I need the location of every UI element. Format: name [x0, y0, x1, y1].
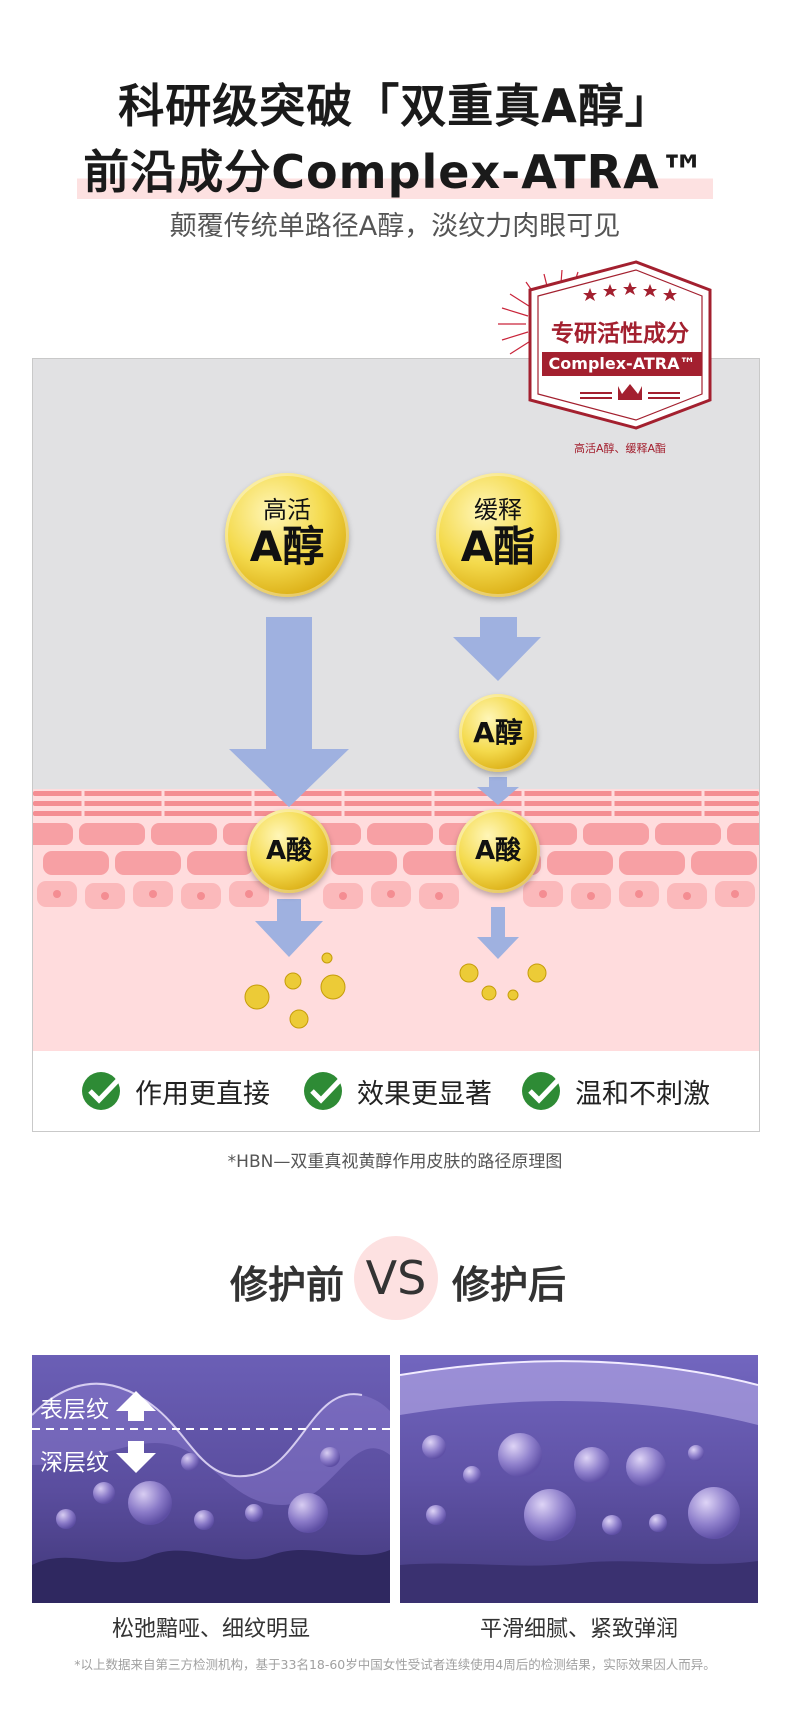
check-icon [82, 1072, 123, 1110]
diagram-caption: *HBN—双重真视黄醇作用皮肤的路径原理图 [227, 1152, 563, 1172]
molecule-middle-label: A醇 [473, 716, 523, 749]
headline-line-1: 科研级突破「双重真A醇」 [118, 79, 672, 133]
feature-label: 作用更直接 [135, 1078, 270, 1110]
badge-note: 高活A醇、缓释A酯 [573, 442, 667, 455]
feature-label: 温和不刺激 [575, 1078, 710, 1110]
smooth-skin-illustration [400, 1355, 758, 1603]
surface-wrinkle-tag: 表层纹 [40, 1397, 109, 1423]
after-title: 修护后 [452, 1263, 567, 1307]
vs-badge: VS [354, 1236, 438, 1320]
right-lower-arrow [477, 907, 519, 959]
right-upper-arrow [453, 617, 541, 681]
molecule-right-line1: 缓释 [474, 496, 522, 524]
molecule-left-line2: A醇 [249, 522, 325, 571]
retinyl-ester-molecule-right: 缓释 A酯 [436, 473, 560, 597]
arrow-up-icon [116, 1391, 156, 1421]
badge-ribbon-text: Complex-ATRA™ [548, 354, 696, 373]
released-droplets [244, 952, 547, 1029]
skin-layer [33, 789, 759, 1051]
check-icon [522, 1072, 563, 1110]
feature-item-gentle: 温和不刺激 [521, 1051, 710, 1131]
before-skin-image: 表层纹 深层纹 [32, 1355, 390, 1603]
arrow-down-icon [116, 1441, 156, 1473]
disclaimer: *以上数据来自第三方检测机构，基于33名18-60岁中国女性受试者连续使用4周后… [74, 1657, 716, 1672]
molecule-right-line2: A酯 [460, 522, 536, 571]
before-title: 修护前 [230, 1263, 345, 1307]
pathway-arrows [229, 617, 547, 1029]
left-lower-arrow [255, 899, 323, 957]
after-skin-image [400, 1355, 758, 1603]
active-ingredient-badge: 专研活性成分 Complex-ATRA™ 高活A醇、缓释A酯 [470, 250, 720, 455]
acid-left-label: A酸 [265, 836, 313, 866]
pathway-diagram: 高活 A醇 缓释 A酯 A醇 A酸 A酸 作用更直接 效果更显著 温和不刺激 [32, 358, 760, 1132]
feature-item-effective: 效果更显著 [303, 1051, 492, 1131]
molecule-left-line1: 高活 [263, 496, 311, 524]
badge-title: 专研活性成分 [551, 321, 689, 347]
headline-line-2-text: 前沿成分Complex-ATRA™ [77, 145, 713, 199]
features-bar: 作用更直接 效果更显著 温和不刺激 [33, 1051, 759, 1131]
feature-label: 效果更显著 [357, 1078, 492, 1110]
right-middle-arrow [477, 777, 519, 805]
comparison-header: 修护前 VS 修护后 [0, 1236, 790, 1322]
before-caption: 松弛黯哑、细纹明显 [111, 1617, 310, 1642]
retinol-molecule-middle: A醇 [459, 694, 537, 772]
deep-wrinkle-tag: 深层纹 [40, 1450, 109, 1476]
headline-line-2: 前沿成分Complex-ATRA™ [0, 136, 790, 202]
retinoic-acid-right: A酸 [456, 809, 540, 893]
check-icon [304, 1072, 345, 1110]
acid-right-label: A酸 [474, 836, 522, 866]
retinoic-acid-left: A酸 [247, 809, 331, 893]
after-caption: 平滑细腻、紧致弹润 [479, 1617, 678, 1642]
badge-emblem [498, 260, 712, 430]
left-down-arrow [229, 617, 349, 807]
subtitle: 颠覆传统单路径A醇，淡纹力肉眼可见 [169, 211, 621, 242]
wrinkled-skin-illustration [32, 1355, 390, 1603]
feature-item-direct: 作用更直接 [81, 1051, 270, 1131]
retinol-molecule-left: 高活 A醇 [225, 473, 349, 597]
